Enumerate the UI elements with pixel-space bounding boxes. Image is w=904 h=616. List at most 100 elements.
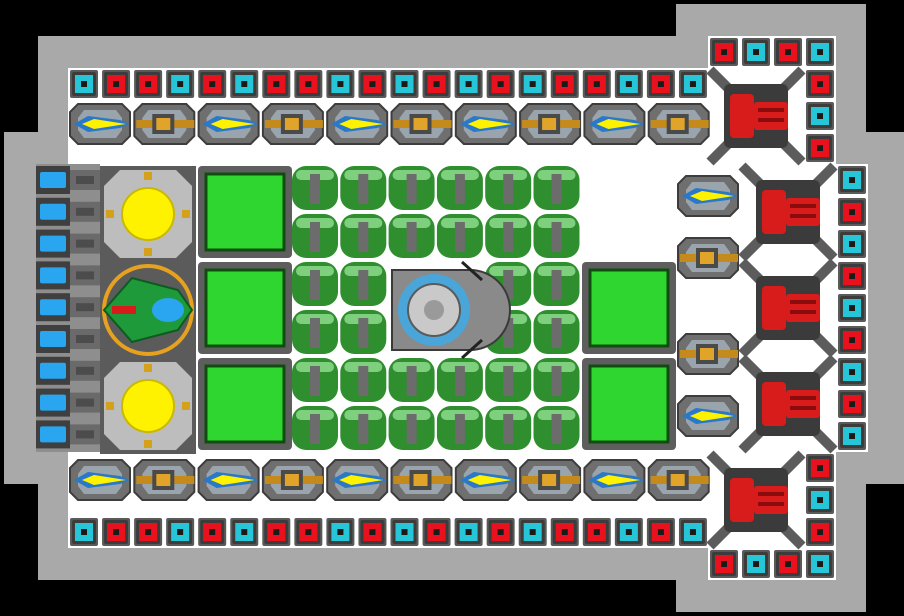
pip-lower-right-0 [710,550,738,578]
fuel-tank-3 [436,166,483,210]
command-core [388,260,511,360]
fuel-tank-2 [388,166,435,210]
gun-top-1 [133,103,196,145]
battery-8 [36,420,100,449]
pip-top-12 [454,70,483,98]
fuel-tank-4 [485,166,532,210]
pip-bottom-4 [198,518,227,546]
fuel-tank-7 [340,214,387,258]
gun-bottom-5 [390,459,453,501]
heavy-turret-0 [706,66,806,166]
pip-bottom-9 [358,518,387,546]
armor-plate-3 [582,262,676,354]
pip-top-11 [422,70,451,98]
fuel-tank-10 [485,214,532,258]
pip-top-16 [582,70,611,98]
armor-plate-1 [198,262,292,354]
battery-5 [36,325,100,353]
heavy-turret-2 [738,258,838,358]
pip-top-3 [166,70,195,98]
pip-right-upper-2 [806,134,834,162]
battery-7 [36,388,100,417]
pip-bottom-2 [134,518,163,546]
fuel-tank-30 [485,406,532,450]
fuel-tank-23 [436,358,483,402]
pip-top-9 [358,70,387,98]
pip-right-upper-1 [806,102,834,130]
gun-top-9 [647,103,710,145]
heavy-turret-1 [738,162,838,262]
fuel-tank-0 [292,166,338,210]
pip-right-lower-0 [806,454,834,482]
pip-bottom-17 [614,518,643,546]
gun-right-1 [677,237,739,279]
pip-bottom-14 [518,518,547,546]
battery-2 [36,229,100,258]
fuel-tank-29 [436,406,483,450]
battery-0 [36,166,100,194]
gun-top-3 [261,103,324,145]
gun-top-0 [69,103,131,145]
fuel-tank-12 [292,262,338,306]
armor-plate-0 [198,166,292,258]
pip-bottom-3 [166,518,195,546]
pip-top-2 [134,70,163,98]
pip-bottom-15 [550,518,579,546]
pip-top-8 [326,70,355,98]
fuel-tank-26 [292,406,338,450]
fuel-tank-11 [533,214,580,258]
battery-6 [36,356,100,385]
pip-bottom-16 [582,518,611,546]
battery-4 [36,293,100,322]
pip-right-edge-3 [838,262,866,290]
fuel-tank-25 [533,358,580,402]
pip-bottom-7 [294,518,323,546]
gun-bottom-2 [197,459,260,501]
gun-bottom-1 [133,459,196,501]
pip-upper-right-3 [806,38,834,66]
pip-right-lower-2 [806,518,834,546]
pip-upper-right-2 [774,38,802,66]
pip-top-13 [486,70,515,98]
pip-right-edge-2 [838,230,866,258]
fuel-tank-9 [436,214,483,258]
fuel-tank-15 [533,262,580,306]
pip-top-10 [390,70,419,98]
gun-top-2 [197,103,260,145]
pip-top-0 [70,70,98,98]
gun-right-3 [677,395,739,437]
fuel-tank-6 [292,214,338,258]
gun-top-8 [583,103,646,145]
pip-bottom-10 [390,518,419,546]
pip-bottom-0 [70,518,98,546]
gun-bottom-0 [69,459,131,501]
heavy-turret-4 [706,450,806,550]
reactor-top [100,166,196,262]
fuel-tank-5 [533,166,580,210]
pip-right-edge-6 [838,358,866,386]
gun-right-0 [677,175,739,217]
pip-bottom-12 [454,518,483,546]
fuel-tank-24 [485,358,532,402]
fuel-tank-21 [340,358,387,402]
battery-3 [36,261,100,290]
fuel-tank-17 [340,310,387,354]
fuel-tank-28 [388,406,435,450]
pip-bottom-5 [230,518,259,546]
gun-top-6 [454,103,517,145]
pip-top-17 [614,70,643,98]
fuel-tank-22 [388,358,435,402]
pip-bottom-6 [262,518,291,546]
heavy-turret-3 [738,354,838,454]
armor-plate-4 [582,358,676,450]
pip-bottom-18 [646,518,675,546]
pip-bottom-8 [326,518,355,546]
pip-top-18 [646,70,675,98]
gun-top-5 [390,103,453,145]
pip-lower-right-2 [774,550,802,578]
fighter-cockpit [100,262,196,358]
gun-bottom-9 [647,459,710,501]
fuel-tank-27 [340,406,387,450]
pip-right-lower-1 [806,486,834,514]
